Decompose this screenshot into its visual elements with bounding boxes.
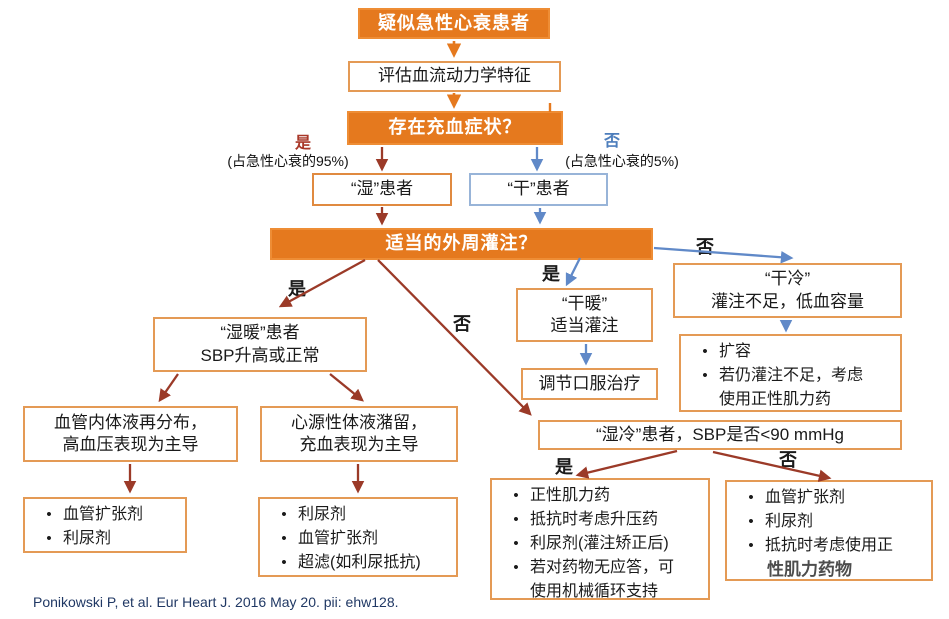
- bullet-item: • 抵抗时考虑使用正: [737, 534, 927, 558]
- bullet-text: 抵抗时考虑升压药: [530, 511, 659, 528]
- bullet-text: 利尿剂: [63, 530, 112, 547]
- bullet-item: • 血管扩张剂: [35, 503, 181, 527]
- bullet-item: • 利尿剂: [737, 510, 927, 534]
- bullet-item: • 正性肌力药: [502, 484, 704, 508]
- arrow-wet-warm-to-retention: [329, 373, 364, 402]
- node-line: 血管内体液再分布，: [54, 412, 207, 432]
- node-perfusion-question: 适当的外周灌注？: [270, 228, 653, 260]
- node-fluid-retention: 心源性体液潴留， 充血表现为主导: [260, 406, 458, 462]
- arrow-wet-cold-yes: [575, 449, 678, 479]
- node-suspected-ahf: 疑似急性心衰患者: [358, 8, 550, 39]
- bullet-dot: •: [46, 506, 52, 523]
- bullet-item: • 利尿剂(灌注矫正后): [502, 532, 704, 556]
- gray-continuation-text: 性肌力药物: [767, 560, 852, 579]
- bullet-text: 若仍灌注不足，考虑使用正性肌力药: [719, 367, 864, 408]
- bullet-item: • 扩容: [691, 340, 896, 364]
- bullet-text: 正性肌力药: [530, 487, 611, 504]
- bullet-item: • 若对药物无应答，可使用机械循环支持: [502, 556, 704, 604]
- node-label: “干”患者: [507, 179, 570, 199]
- node-label: 存在充血症状？: [388, 117, 522, 138]
- node-line: 高血压表现为主导: [62, 435, 199, 454]
- bullet-dot: •: [281, 530, 287, 547]
- bullet-dot: •: [748, 513, 754, 530]
- bullet-text: 若对药物无应答，可使用机械循环支持: [530, 559, 675, 600]
- bullet-text: 利尿剂: [298, 506, 347, 523]
- node-line: “干暖”: [561, 293, 608, 313]
- bullet-dot: •: [702, 343, 708, 360]
- bullet-dot: •: [513, 511, 519, 528]
- node-label: 调节口服治疗: [538, 373, 641, 393]
- node-retention-treatment: • 利尿剂 • 血管扩张剂 • 超滤(如利尿抵抗): [258, 497, 458, 577]
- node-congestion-question: 存在充血症状？: [347, 111, 563, 145]
- label-dry-cold-no: 否: [696, 237, 714, 257]
- node-line: 灌注不足，低血容量: [711, 291, 864, 311]
- node-label: 疑似急性心衰患者: [378, 12, 530, 33]
- node-adjust-oral-therapy: 调节口服治疗: [521, 368, 658, 400]
- node-dry-warm: “干暖” 适当灌注: [516, 288, 653, 342]
- bullet-dot: •: [748, 489, 754, 506]
- node-wet-warm: “湿暖”患者 SBP升高或正常: [153, 317, 367, 372]
- bullet-dot: •: [702, 367, 708, 384]
- label-congestion-no-note: (占急性心衰的5%): [565, 153, 679, 169]
- node-dry-cold-treatment: • 扩容 • 若仍灌注不足，考虑使用正性肌力药: [679, 334, 902, 412]
- node-label: “湿冷”患者，SBP是否<90 mmHg: [596, 424, 844, 444]
- bullet-text: 扩容: [719, 343, 752, 360]
- node-dry-cold: “干冷” 灌注不足，低血容量: [673, 263, 902, 318]
- citation-text: Ponikowski P, et al. Eur Heart J. 2016 M…: [33, 594, 399, 610]
- bullet-item: • 超滤(如利尿抵抗): [270, 551, 452, 575]
- label-perfusion-yes: 是: [288, 279, 306, 299]
- node-line: 心源性体液潴留，: [291, 412, 427, 432]
- bullet-text: 利尿剂(灌注矫正后): [530, 535, 669, 552]
- node-line: 适当灌注: [550, 316, 619, 335]
- bullet-dot: •: [513, 487, 519, 504]
- bullet-item: • 利尿剂: [35, 527, 181, 551]
- bullet-dot: •: [281, 506, 287, 523]
- arrow-wet-cold-no: [712, 450, 832, 482]
- arrow-wet-warm-to-redistribution: [158, 373, 179, 403]
- bullet-text: 血管扩张剂: [765, 489, 846, 506]
- bullet-item: • 利尿剂: [270, 503, 452, 527]
- node-label: 适当的外周灌注？: [385, 233, 538, 254]
- node-redistribution-treatment: • 血管扩张剂 • 利尿剂: [23, 497, 187, 553]
- bullet-dot: •: [281, 554, 287, 571]
- bullet-text: 超滤(如利尿抵抗): [298, 554, 421, 571]
- bullet-text: 利尿剂: [765, 513, 814, 530]
- label-congestion-yes: 是: [294, 135, 312, 152]
- node-wet-cold-yes-treatment: • 正性肌力药 • 抵抗时考虑升压药 • 利尿剂(灌注矫正后) • 若对药物无应答，可使用机械…: [490, 478, 710, 600]
- node-wet-patient: “湿”患者: [312, 173, 452, 206]
- bullet-dot: •: [748, 537, 754, 554]
- bullet-dot: •: [513, 559, 519, 576]
- arrow-perfusion-no-to-wet-cold: [377, 259, 532, 416]
- label-wet-cold-yes: 是: [555, 457, 573, 477]
- bullet-item: • 抵抗时考虑升压药: [502, 508, 704, 532]
- bullet-text: 抵抗时考虑使用正: [765, 537, 894, 554]
- bullet-item: • 若仍灌注不足，考虑使用正性肌力药: [691, 364, 896, 412]
- label-congestion-no: 否: [603, 133, 621, 150]
- node-label: 评估血流动力学特征: [378, 66, 531, 86]
- label-wet-cold-no: 否: [779, 450, 797, 470]
- node-label: “湿”患者: [350, 179, 414, 199]
- node-line: SBP升高或正常: [200, 345, 320, 365]
- bullet-item: • 血管扩张剂: [737, 486, 927, 510]
- node-assess-hemodynamics: 评估血流动力学特征: [348, 61, 561, 92]
- node-wet-cold-no-treatment: • 血管扩张剂 • 利尿剂 • 抵抗时考虑使用正性肌力药物: [725, 480, 933, 581]
- node-dry-patient: “干”患者: [469, 173, 608, 206]
- node-fluid-redistribution: 血管内体液再分布， 高血压表现为主导: [23, 406, 238, 462]
- arrow-perfusion-no-to-dry-cold: [653, 246, 794, 264]
- bullet-dot: •: [46, 530, 52, 547]
- bullet-item: • 血管扩张剂: [270, 527, 452, 551]
- node-line: “干冷”: [764, 269, 811, 289]
- node-line: 充血表现为主导: [299, 435, 419, 454]
- bullet-text: 血管扩张剂: [298, 530, 379, 547]
- arrow-perfusion-yes-to-dry-warm: [565, 257, 582, 287]
- label-perfusion-no: 否: [453, 314, 471, 334]
- bullet-dot: •: [513, 535, 519, 552]
- node-line: “湿暖”患者: [220, 323, 300, 343]
- label-congestion-yes-note: (占急性心衰的95%): [227, 153, 349, 169]
- node-wet-cold-question: “湿冷”患者，SBP是否<90 mmHg: [538, 420, 902, 450]
- label-dry-warm-yes: 是: [542, 264, 560, 284]
- bullet-text: 血管扩张剂: [63, 506, 144, 523]
